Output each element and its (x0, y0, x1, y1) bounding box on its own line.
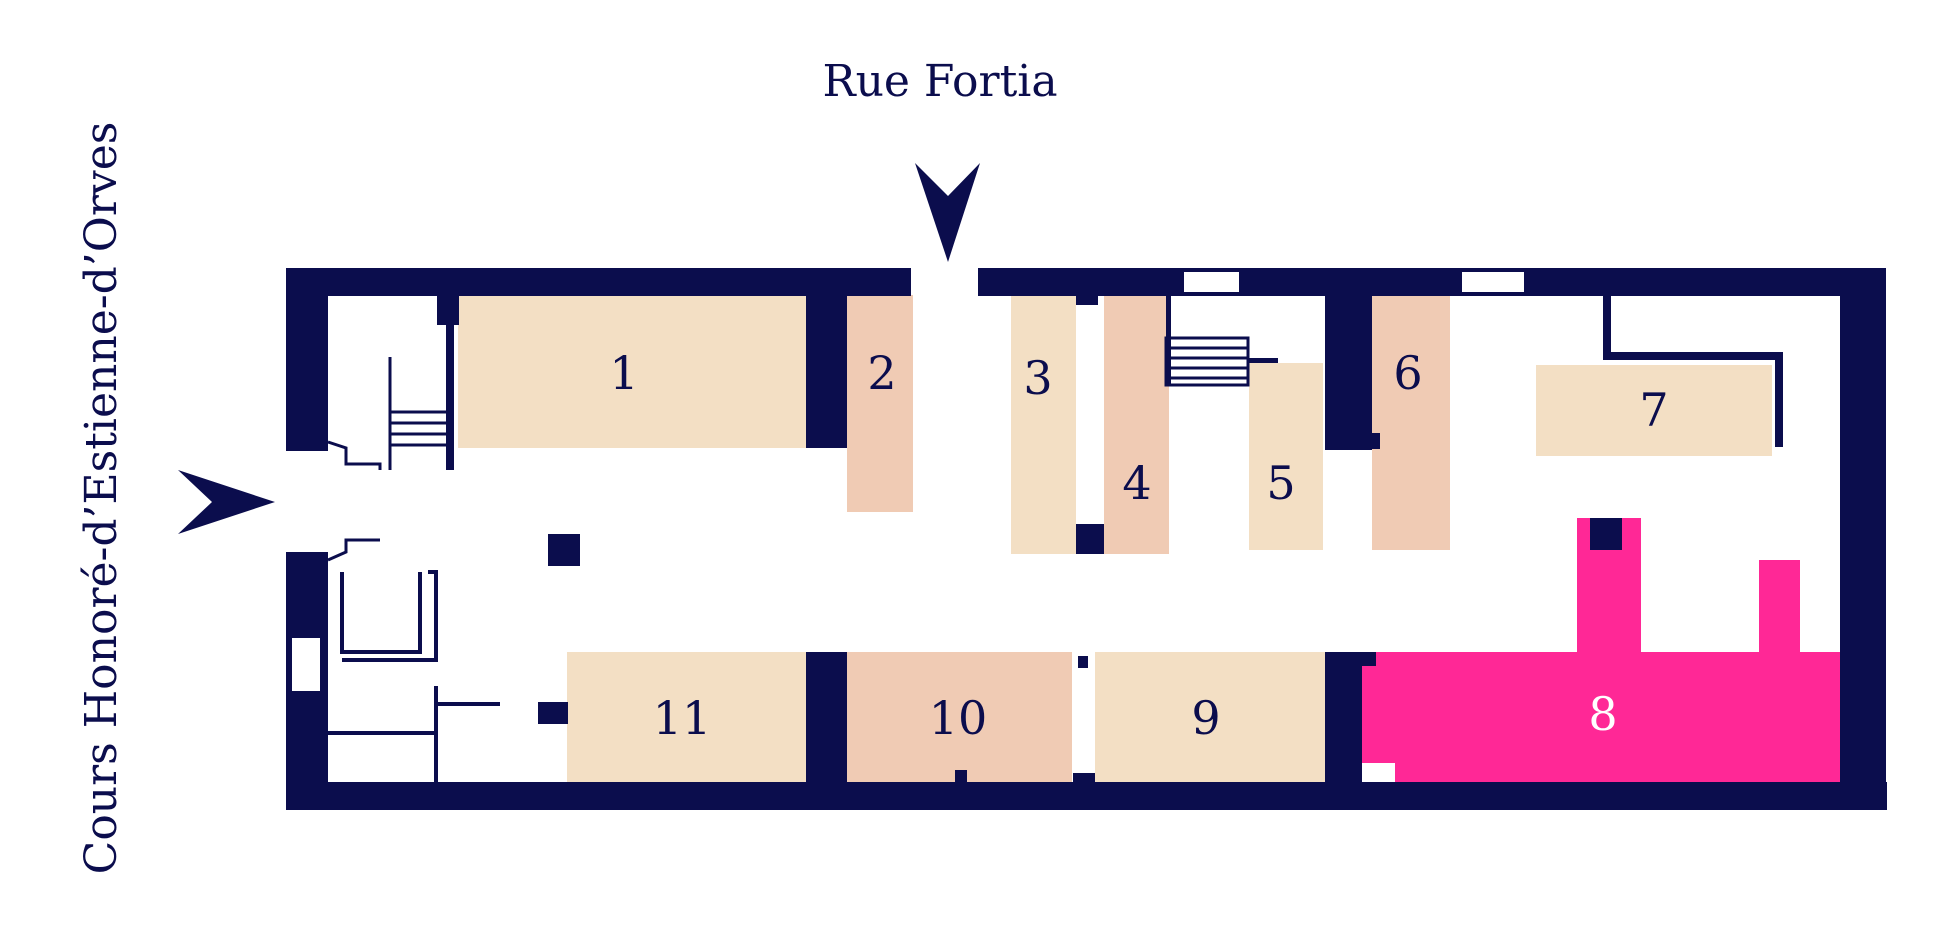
room-labels: 1 2 3 4 5 6 7 8 9 10 11 (609, 346, 1668, 745)
room-7-label: 7 (1639, 383, 1668, 437)
entrance-arrow-right-icon (178, 470, 275, 534)
entrance-arrow-down-icon (915, 163, 980, 262)
rooms-fill (458, 295, 1840, 783)
room-6-area (1372, 295, 1450, 550)
room-6-label: 6 (1393, 346, 1422, 400)
room-1-area (458, 295, 806, 448)
room-9-area (1095, 652, 1325, 783)
room-7-area (1536, 365, 1772, 456)
room-4-area (1104, 295, 1169, 554)
room-2-area (847, 295, 913, 512)
room-3-area (1011, 295, 1076, 554)
room-8-area (1362, 518, 1840, 783)
street-label-top: Rue Fortia (822, 56, 1057, 107)
room-11-label: 11 (653, 691, 712, 745)
room-2-label: 2 (867, 346, 896, 400)
room-4-label: 4 (1122, 456, 1151, 510)
room-10-label: 10 (929, 691, 988, 745)
room-5-label: 5 (1266, 456, 1295, 510)
walls (286, 268, 1887, 810)
room-8-label: 8 (1588, 687, 1617, 741)
room-1-label: 1 (609, 346, 638, 400)
room-5-area (1249, 363, 1323, 550)
street-label-left: Cours Honoré-d’Estienne-d’Orves (76, 122, 127, 875)
room-9-label: 9 (1191, 691, 1220, 745)
room-10-area (847, 652, 1072, 783)
room-11-area (567, 652, 807, 783)
room-3-label: 3 (1023, 351, 1052, 405)
